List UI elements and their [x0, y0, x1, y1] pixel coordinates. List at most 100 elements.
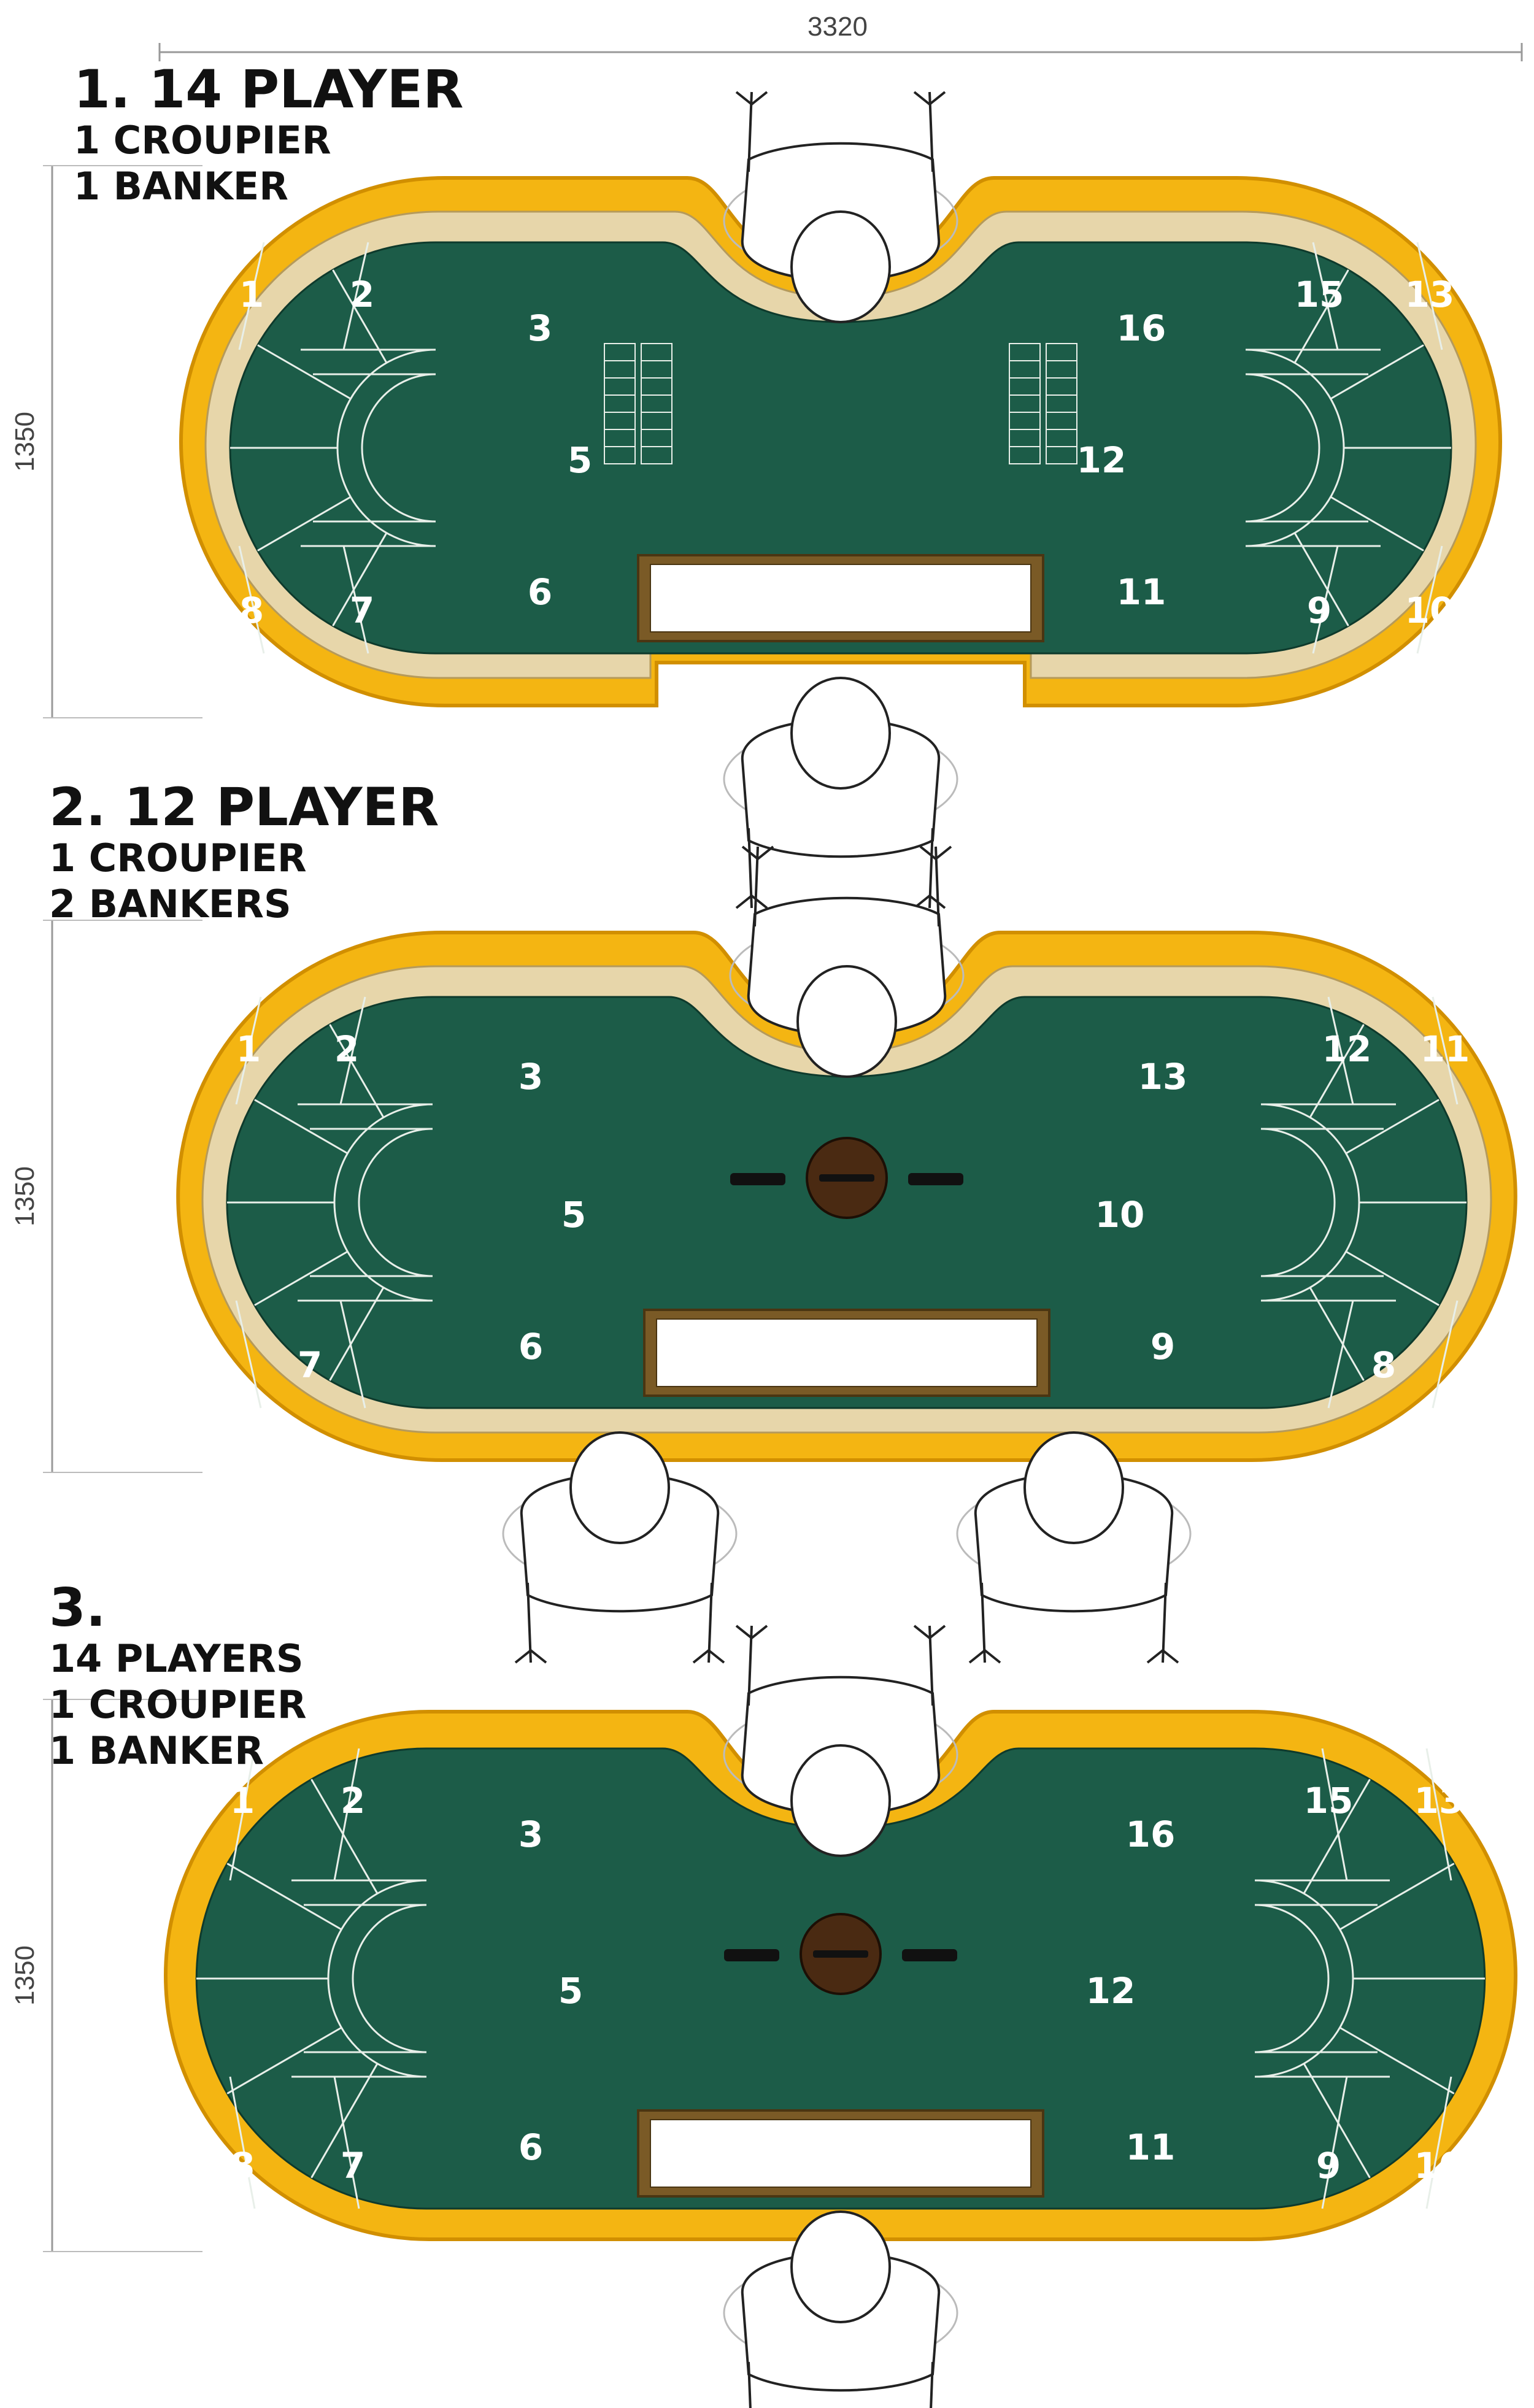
seat-number: 2	[341, 1780, 365, 1821]
seat-divider	[1425, 1748, 1452, 1881]
head-outline	[790, 210, 891, 323]
height-label: 1350	[10, 1166, 40, 1226]
inner-track-line	[1260, 1128, 1384, 1277]
seat-number: 6	[518, 2126, 543, 2168]
head-outline	[790, 1744, 891, 1857]
seat-divider	[1416, 545, 1443, 654]
seat-number: 9	[1307, 590, 1332, 631]
inner-track-line	[1254, 1904, 1378, 2053]
hands-outline	[741, 845, 952, 861]
inner-track-line	[310, 1128, 433, 1277]
placard-screen	[650, 2119, 1031, 2188]
height-label: 1350	[10, 1945, 40, 2006]
banker-figure	[502, 1431, 738, 1664]
seat-divider	[310, 2063, 379, 2179]
croupier-figure	[723, 1625, 958, 1857]
bet-grid-cell	[604, 446, 636, 464]
seat-divider	[1339, 1863, 1455, 1931]
seat-number: 1	[239, 274, 264, 315]
seat-divider	[329, 1024, 385, 1118]
seat-divider	[229, 2076, 256, 2209]
chip-slot	[730, 1173, 785, 1185]
seat-number: 11	[1420, 1028, 1470, 1070]
seat-number: 10	[1405, 590, 1455, 631]
seat-number: 2	[334, 1028, 359, 1070]
seat-divider	[1339, 2026, 1455, 2094]
placard-screen	[650, 564, 1031, 633]
drop-box-slot	[813, 1950, 868, 1958]
seat-divider	[1309, 1287, 1365, 1381]
head-outline	[1023, 1431, 1124, 1544]
seat-divider	[1293, 269, 1349, 364]
height-label: 1350	[10, 412, 40, 472]
seat-divider	[1312, 242, 1339, 350]
seat-number: 16	[1126, 1814, 1176, 1855]
seat-number: 2	[350, 274, 374, 315]
seat-number: 5	[568, 439, 592, 481]
seat-number: 7	[341, 2145, 365, 2187]
seat-divider	[1425, 2076, 1452, 2209]
seat-number: 3	[528, 307, 552, 349]
seat-divider	[1345, 1099, 1440, 1155]
seat-number: 12	[1322, 1028, 1372, 1070]
seat-number: 13	[1405, 274, 1455, 315]
seat-divider	[339, 996, 366, 1105]
seat-number: 8	[1371, 1344, 1396, 1386]
seat-number: 7	[298, 1344, 322, 1386]
dimension-lines	[158, 43, 1523, 61]
bet-grid-cell	[1046, 446, 1077, 464]
seat-number: 8	[230, 2145, 255, 2187]
title-line: 2. 12 PLAYER	[49, 777, 439, 838]
chip-slot	[724, 1949, 779, 1961]
seat-divider	[257, 496, 352, 552]
croupier-figure	[723, 91, 958, 323]
croupier-figure	[729, 845, 965, 1078]
seat-number: 1	[230, 1780, 255, 1821]
seat-divider	[1321, 1748, 1348, 1881]
seat-divider	[1303, 2063, 1371, 2179]
felt-surface	[229, 241, 1452, 655]
seat-number: 12	[1086, 1970, 1136, 2012]
placard-screen	[656, 1318, 1038, 1387]
seat-number: 7	[350, 590, 374, 631]
banker-figure	[956, 1431, 1192, 1664]
title-line: 1 CROUPIER	[74, 118, 331, 163]
seat-divider	[1432, 996, 1459, 1105]
seat-divider	[226, 2026, 342, 2094]
title-line: 14 PLAYERS	[49, 1636, 304, 1681]
seat-divider	[310, 1779, 379, 1894]
seat-divider	[339, 1300, 366, 1409]
seat-divider	[1432, 1300, 1459, 1409]
title-line: 3.	[49, 1577, 106, 1639]
title-line: 1 CROUPIER	[49, 836, 307, 880]
seat-divider	[332, 269, 388, 364]
seat-divider	[1303, 1779, 1371, 1894]
seat-divider	[1330, 496, 1424, 552]
hands-outline	[735, 894, 946, 909]
seat-number: 13	[1414, 1780, 1464, 1821]
chip-slot	[908, 1173, 963, 1185]
seat-number: 11	[1117, 571, 1166, 613]
seat-number: 5	[561, 1194, 586, 1236]
bet-grid-cell	[1009, 446, 1041, 464]
seat-number: 5	[558, 1970, 583, 2012]
title-line: 1 BANKER	[49, 1728, 264, 1773]
seat-divider	[342, 242, 369, 350]
seat-divider	[1345, 1250, 1440, 1306]
seat-divider	[1312, 545, 1339, 654]
seat-number: 3	[518, 1056, 543, 1098]
seat-divider	[229, 1748, 256, 1881]
seat-number: 8	[239, 590, 264, 631]
head-outline	[796, 965, 897, 1078]
banker-figure	[723, 2210, 958, 2408]
seat-number: 10	[1095, 1194, 1145, 1236]
inner-track-line	[304, 1904, 427, 2053]
seat-divider	[1309, 1024, 1365, 1118]
hands-outline	[735, 1625, 946, 1640]
